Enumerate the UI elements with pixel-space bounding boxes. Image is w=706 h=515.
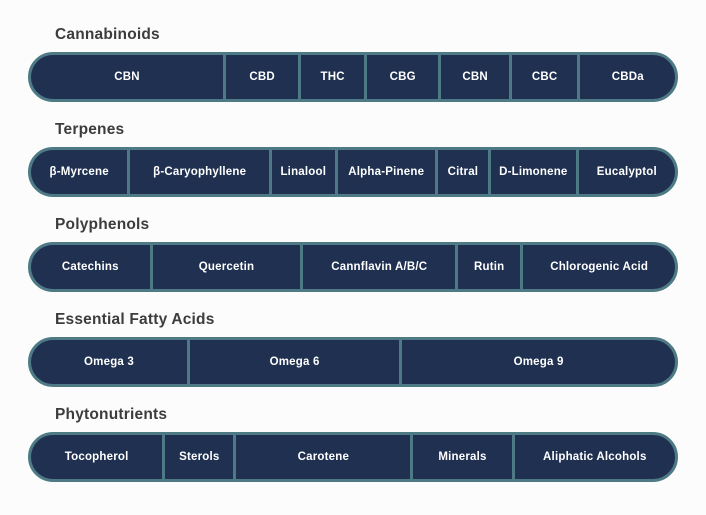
segment-linalool: Linalool [272, 150, 335, 194]
segment-cbda: CBDa [580, 55, 675, 99]
segment-rutin: Rutin [458, 245, 521, 289]
segment-citral: Citral [437, 150, 488, 194]
segment-carotene: Carotene [236, 435, 411, 479]
segment-beta-caryophyllene: β-Caryophyllene [130, 150, 269, 194]
segment-cbc: CBC [511, 55, 578, 99]
segment-cbn: CBN [441, 55, 509, 99]
segment-omega-6: Omega 6 [190, 340, 400, 384]
segment-minerals: Minerals [413, 435, 512, 479]
segment-eucalyptol: Eucalyptol [578, 150, 675, 194]
segment-beta-myrcene: β-Myrcene [31, 150, 128, 194]
segment-cbd: CBD [225, 55, 299, 99]
segment-omega-9: Omega 9 [402, 340, 675, 384]
segment-catechins: Catechins [31, 245, 150, 289]
segment-cannflavin-a-b-c: Cannflavin A/B/C [303, 245, 456, 289]
group-title-phytonutrients: Phytonutrients [55, 406, 168, 423]
segment-alpha-pinene: Alpha-Pinene [337, 150, 435, 194]
group-title-essential-fatty-acids: Essential Fatty Acids [55, 311, 215, 328]
group-title-polyphenols: Polyphenols [55, 216, 150, 233]
group-title-cannabinoids: Cannabinoids [55, 26, 160, 43]
group-title-terpenes: Terpenes [55, 121, 125, 138]
segment-omega-3: Omega 3 [31, 340, 188, 384]
segment-tocopherol: Tocopherol [31, 435, 163, 479]
segment-cbg: CBG [367, 55, 439, 99]
segment-aliphatic-alcohols: Aliphatic Alcohols [514, 435, 675, 479]
segment-thc: THC [301, 55, 364, 99]
segment-cbn: CBN [31, 55, 223, 99]
segment-d-limonene: D-Limonene [490, 150, 576, 194]
segment-sterols: Sterols [165, 435, 234, 479]
segment-chlorogenic-acid: Chlorogenic Acid [523, 245, 675, 289]
segment-quercetin: Quercetin [152, 245, 301, 289]
